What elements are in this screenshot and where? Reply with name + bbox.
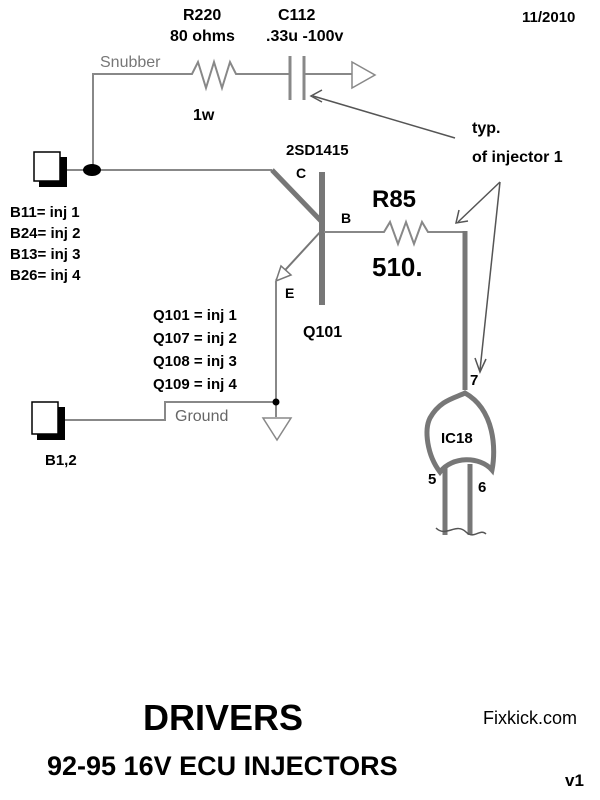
date-label: 11/2010	[522, 9, 575, 26]
gate-ref-label: IC18	[441, 430, 473, 447]
or-gate-symbol	[424, 390, 497, 477]
transistor-collector-lead	[270, 168, 324, 224]
c112-ref-label: C112	[278, 7, 315, 24]
transistor-list-item: Q108 = inj 3	[153, 353, 237, 370]
injector-connector-body	[33, 151, 61, 182]
connector-list-item: B26= inj 4	[10, 267, 81, 284]
pin-b-label: B	[341, 210, 351, 226]
note-arrows	[309, 89, 501, 374]
ground-connector-label: B1,2	[45, 452, 77, 469]
pin-e-label: E	[285, 285, 294, 301]
transistor-ref-label: Q101	[303, 324, 342, 341]
snubber-label: Snubber	[100, 54, 161, 71]
ground-wire	[62, 401, 276, 421]
pin-6-label: 6	[478, 479, 486, 496]
page-subtitle: 92-95 16V ECU INJECTORS	[47, 751, 398, 781]
snubber-circuit	[92, 56, 377, 170]
site-label: Fixkick.com	[483, 708, 577, 728]
ground-symbol	[261, 417, 293, 442]
r220-ref-label: R220	[183, 7, 221, 24]
arrowhead-c112	[309, 89, 323, 103]
connector-list-item: B11= inj 1	[10, 204, 80, 221]
pin-5-label: 5	[428, 471, 436, 488]
arrowhead-pin7	[474, 357, 487, 374]
r220-value-label: 80 ohms	[170, 28, 235, 45]
page-title: DRIVERS	[143, 697, 303, 738]
r85-ref-label: R85	[372, 186, 416, 213]
wire-break-mark	[435, 527, 487, 536]
arrow-to-r85	[457, 181, 501, 223]
transistor-list-item: Q101 = inj 1	[153, 307, 237, 324]
injector-connector	[33, 151, 67, 187]
ground-label: Ground	[175, 408, 228, 425]
r85-value-label: 510.	[372, 252, 423, 282]
version-label: v1	[565, 771, 584, 790]
ground-junction-dot	[272, 398, 280, 406]
connector-list-item: B13= inj 3	[10, 246, 80, 263]
connector-list-item: B24= inj 2	[10, 225, 80, 242]
pin-c-label: C	[296, 165, 306, 181]
ground-connector	[31, 401, 65, 440]
junction-dot	[83, 164, 101, 176]
arrowhead-r85	[455, 209, 469, 224]
r220-power-label: 1w	[193, 107, 215, 124]
transistor-part-label: 2SD1415	[286, 142, 349, 159]
transistor-list-item: Q109 = inj 4	[153, 376, 237, 393]
ground-connector-body	[31, 401, 59, 435]
r220-resistor-symbol	[180, 58, 290, 92]
snubber-wire	[92, 73, 180, 170]
r85-resistor-symbol	[324, 219, 465, 247]
c112-value-label: .33u -100v	[266, 28, 343, 45]
note-injector-label: of injector 1	[472, 149, 563, 166]
emitter-arrow	[274, 264, 293, 283]
gate-inputs	[442, 464, 473, 535]
transistor-list-item: Q107 = inj 2	[153, 330, 237, 347]
arrow-to-pin7	[479, 181, 501, 371]
or-gate-body	[424, 390, 497, 477]
transistor-symbol	[270, 168, 325, 305]
note-typ-label: typ.	[472, 120, 500, 137]
snubber-ground-symbol	[351, 60, 377, 90]
arrow-to-c112	[312, 95, 456, 139]
pin-7-label: 7	[470, 372, 478, 389]
